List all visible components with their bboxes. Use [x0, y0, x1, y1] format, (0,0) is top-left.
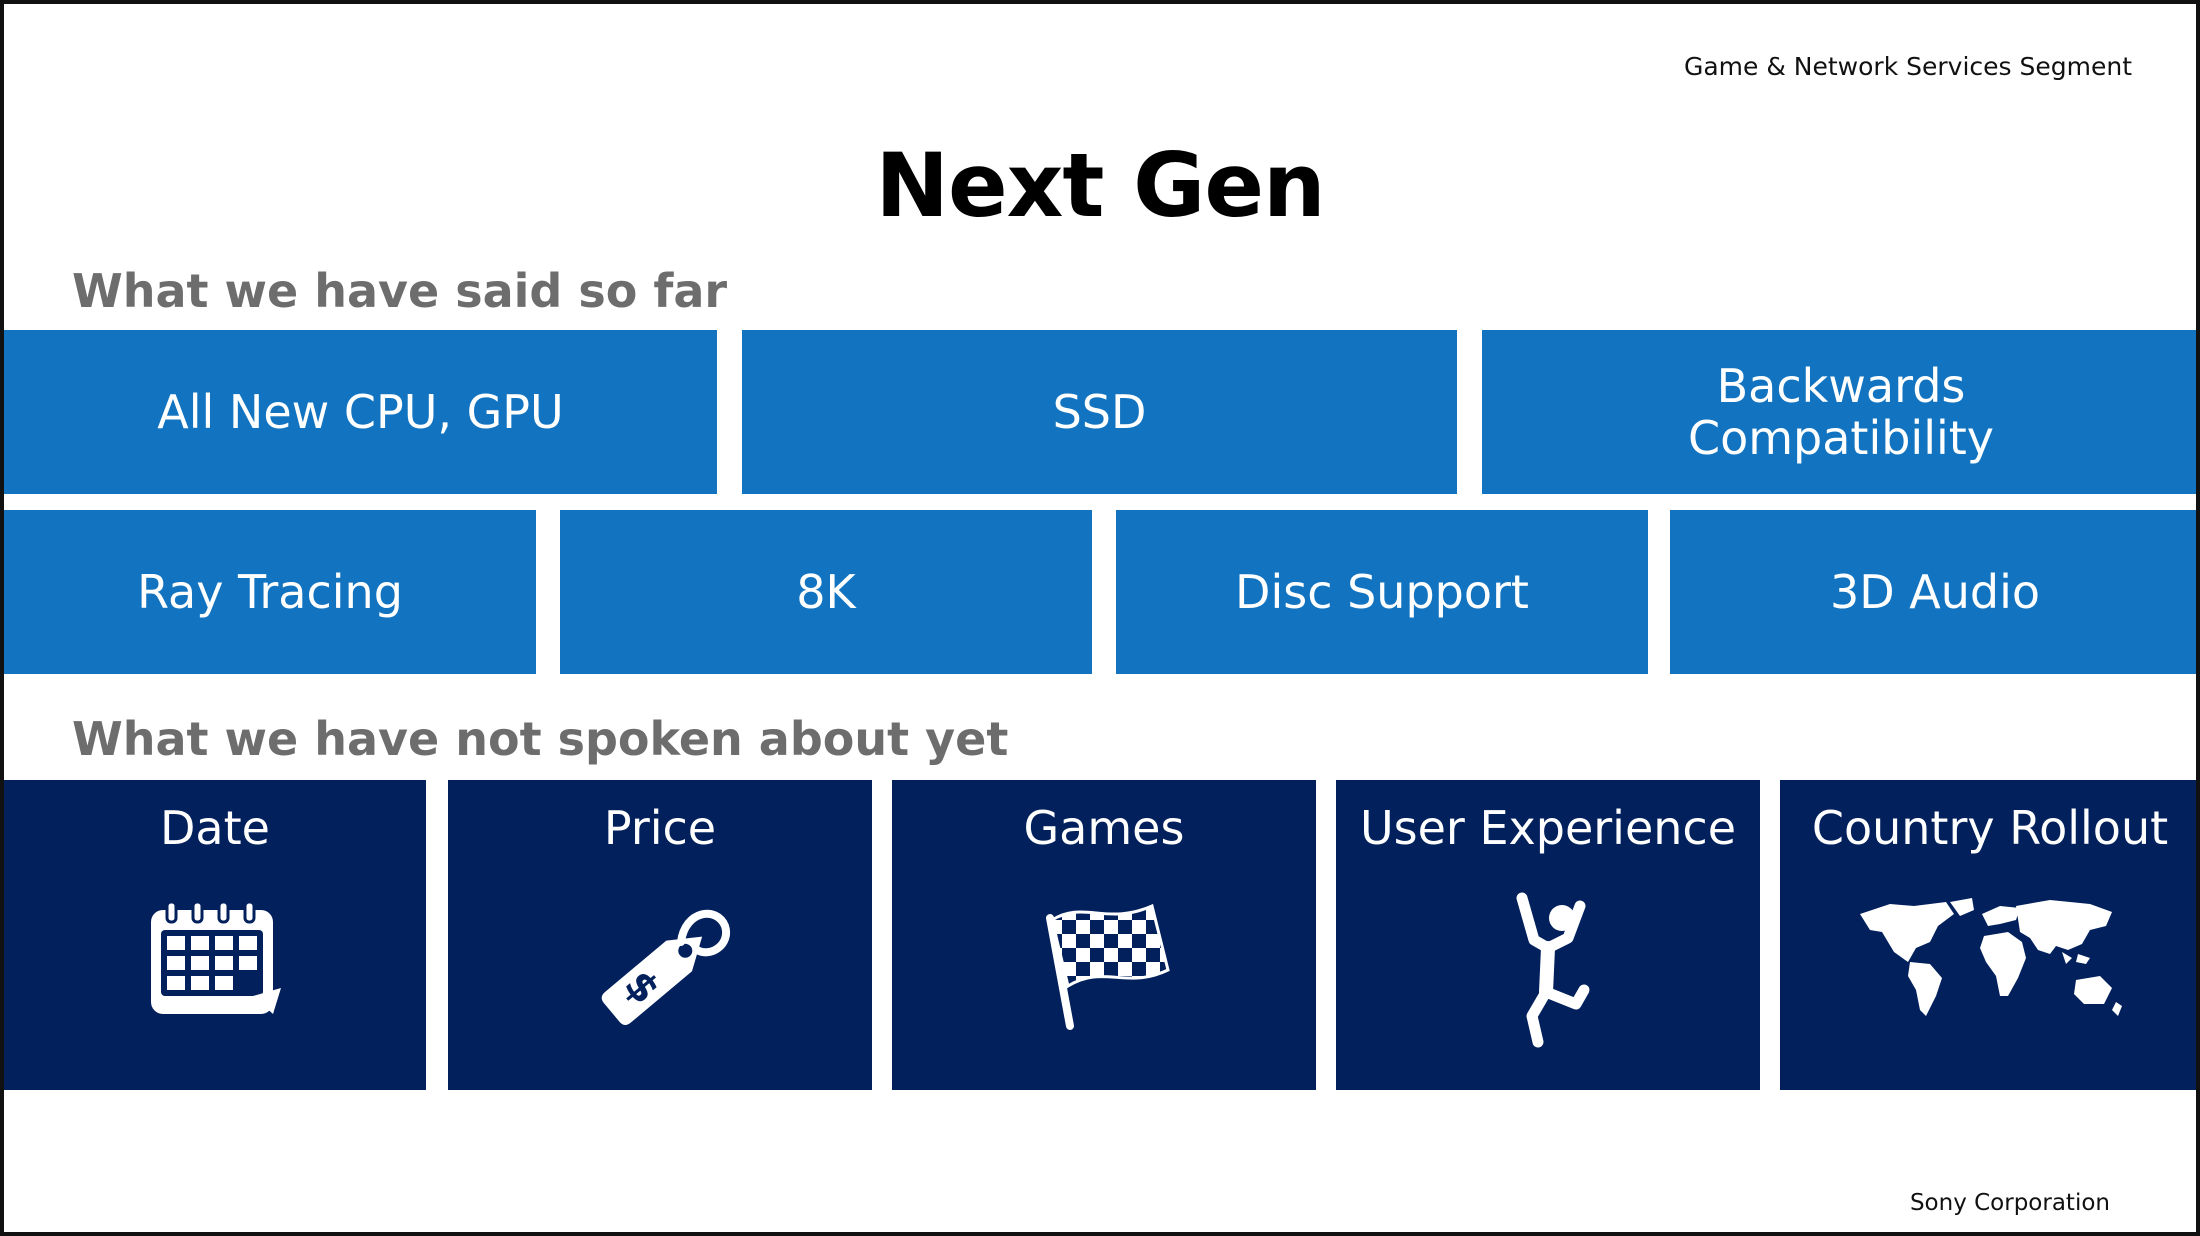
- world-map-icon: [1860, 898, 2122, 1016]
- tile-label: All New CPU, GPU: [157, 385, 564, 439]
- calendar-icon: [151, 900, 281, 1014]
- tile-label: Backwards Compatibility: [1687, 359, 1995, 465]
- tile-3d-audio: 3D Audio: [1670, 510, 2196, 674]
- footer-company: Sony Corporation: [1909, 1190, 2110, 1216]
- jumping-person-icon: [1516, 892, 1590, 1048]
- tile-date: Date: [4, 780, 426, 1090]
- tile-label: Date: [160, 801, 270, 855]
- tile-country-rollout: Country Rollout: [1780, 780, 2196, 1090]
- price-tag-icon: $: [601, 909, 731, 1025]
- tile-label: Ray Tracing: [137, 565, 403, 619]
- tile-label: Country Rollout: [1811, 801, 2169, 855]
- tile-backwards-compatibility: Backwards Compatibility: [1482, 330, 2196, 494]
- section-label-not-spoken: What we have not spoken about yet: [72, 712, 1009, 766]
- tile-label: User Experience: [1360, 801, 1736, 855]
- tile-label: Price: [603, 801, 717, 855]
- tile-label: 3D Audio: [1829, 565, 2041, 619]
- slide-title: Next Gen: [875, 134, 1325, 237]
- tile-ray-tracing: Ray Tracing: [4, 510, 536, 674]
- segment-label: Game & Network Services Segment: [1683, 52, 2132, 81]
- tile-user-experience: User Experience: [1336, 780, 1760, 1090]
- tile-label: SSD: [1052, 385, 1147, 439]
- tile-price: Price $: [448, 780, 872, 1090]
- tile-cpu-gpu: All New CPU, GPU: [4, 330, 717, 494]
- tile-ssd: SSD: [742, 330, 1457, 494]
- tile-label: Disc Support: [1235, 565, 1529, 619]
- tile-games: Games: [892, 780, 1316, 1090]
- section-label-said: What we have said so far: [72, 264, 728, 318]
- tile-8k: 8K: [560, 510, 1092, 674]
- tile-label: Games: [1023, 801, 1185, 855]
- tile-disc-support: Disc Support: [1116, 510, 1648, 674]
- tile-label: 8K: [796, 565, 856, 619]
- checkered-flag-icon: [1046, 903, 1170, 1030]
